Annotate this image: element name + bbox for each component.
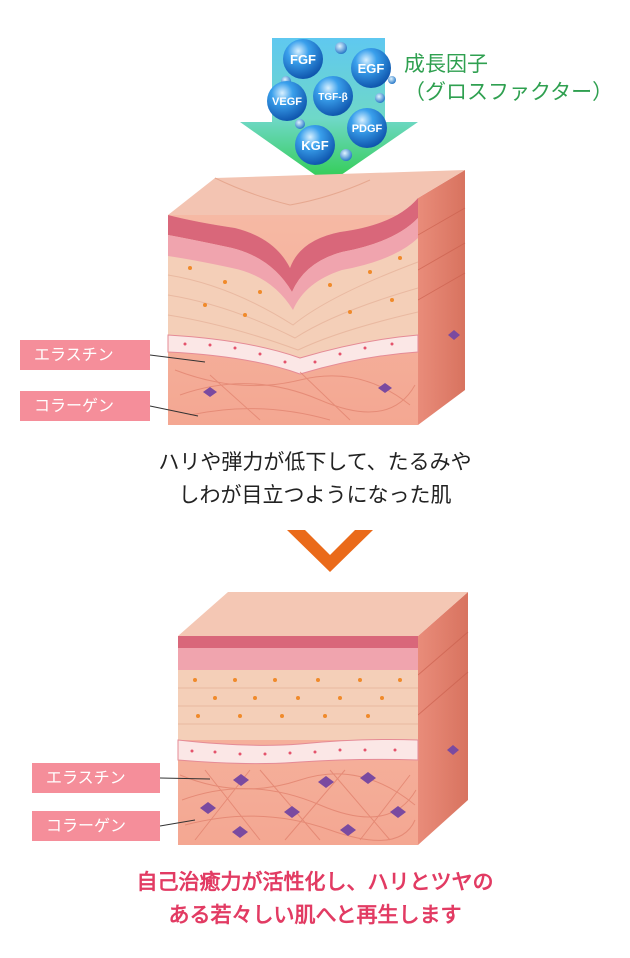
factor-bubble-fgf: FGF xyxy=(283,39,323,79)
caption-after-line2: ある若々しい肌へと再生します xyxy=(168,903,462,927)
factor-bubble-kgf: KGF xyxy=(295,125,335,165)
growth-factor-title: 成長因子 （グロスファクター） xyxy=(404,50,613,106)
factor-bubble-vegf: VEGF xyxy=(267,81,307,121)
label-leader-lines xyxy=(149,354,211,827)
factor-label-kgf: KGF xyxy=(301,138,329,153)
label-elastin-before: エラスチン xyxy=(20,340,150,370)
factor-bubble-pdgf: PDGF xyxy=(347,108,387,148)
chevron-down-icon xyxy=(287,530,373,572)
growth-factor-title-line2: （グロスファクター） xyxy=(404,80,614,104)
factor-bubble-tgf-beta: TGF-β xyxy=(313,76,353,116)
caption-before: ハリや弾力が低下して、たるみや しわが目立つようになった肌 xyxy=(0,446,630,512)
caption-after-line1: 自己治癒力が活性化し、ハリとツヤの xyxy=(136,870,494,894)
factor-label-vegf: VEGF xyxy=(272,96,302,108)
factor-label-fgf: FGF xyxy=(290,52,316,67)
factor-label-tgf-beta: TGF-β xyxy=(318,92,347,103)
label-collagen-after: コラーゲン xyxy=(32,811,160,841)
growth-factor-title-line1: 成長因子 xyxy=(404,52,488,76)
skin-block-after xyxy=(177,592,469,845)
factor-bubble-egf: EGF xyxy=(351,48,391,88)
caption-before-line1: ハリや弾力が低下して、たるみや xyxy=(158,450,472,474)
caption-after: 自己治癒力が活性化し、ハリとツヤの ある若々しい肌へと再生します xyxy=(0,866,630,932)
factor-label-pdgf: PDGF xyxy=(352,123,383,135)
label-elastin-after: エラスチン xyxy=(32,763,160,793)
caption-before-line2: しわが目立つようになった肌 xyxy=(178,483,452,507)
factor-label-egf: EGF xyxy=(358,61,385,76)
label-collagen-before: コラーゲン xyxy=(20,391,150,421)
skin-block-before xyxy=(167,170,466,425)
